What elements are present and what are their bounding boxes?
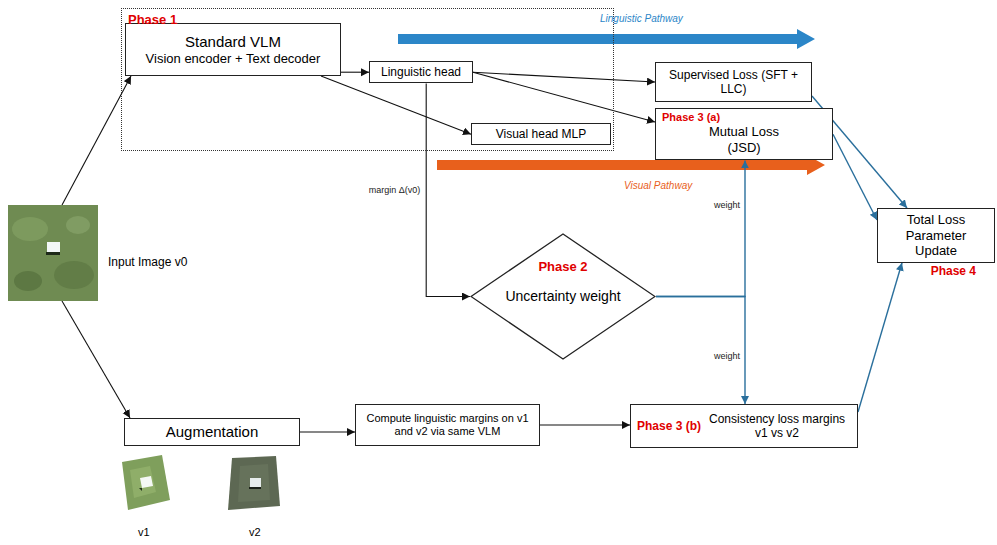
node-text: Supervised Loss (SFT + LLC) xyxy=(662,68,805,97)
edge-label: weight xyxy=(713,200,741,210)
process-box: Linguistic head xyxy=(369,61,473,83)
phase-label: Phase 2 xyxy=(470,259,656,275)
process-box: Visual head MLP xyxy=(471,123,611,145)
connector xyxy=(540,424,630,425)
connector xyxy=(321,76,471,134)
phase-label: Phase 4 xyxy=(931,264,976,278)
process-box: Standard VLMVision encoder + Text decode… xyxy=(125,23,341,76)
connector xyxy=(833,134,877,220)
phase-frame: Phase 1Standard VLMVision encoder + Text… xyxy=(121,8,614,151)
node-text: Vision encoder + Text decoder xyxy=(146,51,321,67)
node-text: Input Image v0 xyxy=(108,255,187,269)
connector xyxy=(473,72,655,82)
process-box: Augmentation xyxy=(124,418,300,446)
connector xyxy=(300,431,355,432)
decision-diamond: Phase 2 Uncertainty weight xyxy=(470,233,656,360)
node-text: Standard VLM xyxy=(185,33,281,51)
linguistic-pathway-arrow xyxy=(398,29,815,49)
loss-box: Phase 3 (a)Mutual Loss (JSD) xyxy=(655,108,833,160)
connector xyxy=(341,72,369,73)
node-text: Compute linguistic margins on v1 and v2 … xyxy=(362,412,533,438)
process-box: Compute linguistic margins on v1 and v2 … xyxy=(355,404,540,446)
augmented-image-v2 xyxy=(228,456,280,510)
node-text: Augmentation xyxy=(166,423,259,441)
loss-box: Phase 3 (b) Consistency loss margins v1 v… xyxy=(630,404,858,448)
connector xyxy=(62,301,130,418)
node-text: Uncertainty weight xyxy=(470,288,656,305)
edge-label: margin Δ(v0) xyxy=(368,185,422,195)
phase-label: Phase 1 xyxy=(128,12,177,28)
connector xyxy=(473,72,655,122)
edge-label: weight xyxy=(713,351,741,361)
node-text: Linguistic head xyxy=(381,65,461,79)
satellite-image xyxy=(8,205,98,301)
image-label: v1 xyxy=(138,526,150,538)
connector xyxy=(426,83,470,296)
pathway-label: Visual Pathway xyxy=(624,180,692,191)
loss-box: Total Loss Parameter UpdatePhase 4 xyxy=(877,208,995,263)
pathway-label: Linguistic Pathway xyxy=(600,13,683,24)
node-text: Consistency loss margins v1 vs v2 xyxy=(707,412,847,441)
augmented-image-v1 xyxy=(122,455,170,510)
node-text: Total Loss Parameter Update xyxy=(884,212,988,259)
image-label: v2 xyxy=(249,526,261,538)
diamond-shape xyxy=(471,234,655,359)
connector xyxy=(656,297,745,405)
phase-label: Phase 3 (b) xyxy=(637,419,701,433)
node-text: Visual head MLP xyxy=(496,127,587,141)
loss-box: Supervised Loss (SFT + LLC) xyxy=(655,62,812,102)
phase-label: Phase 3 (a) xyxy=(662,111,720,124)
node-text: Mutual Loss (JSD) xyxy=(694,124,794,155)
connector xyxy=(858,263,902,412)
input-image: Input Image v0 xyxy=(8,205,98,301)
